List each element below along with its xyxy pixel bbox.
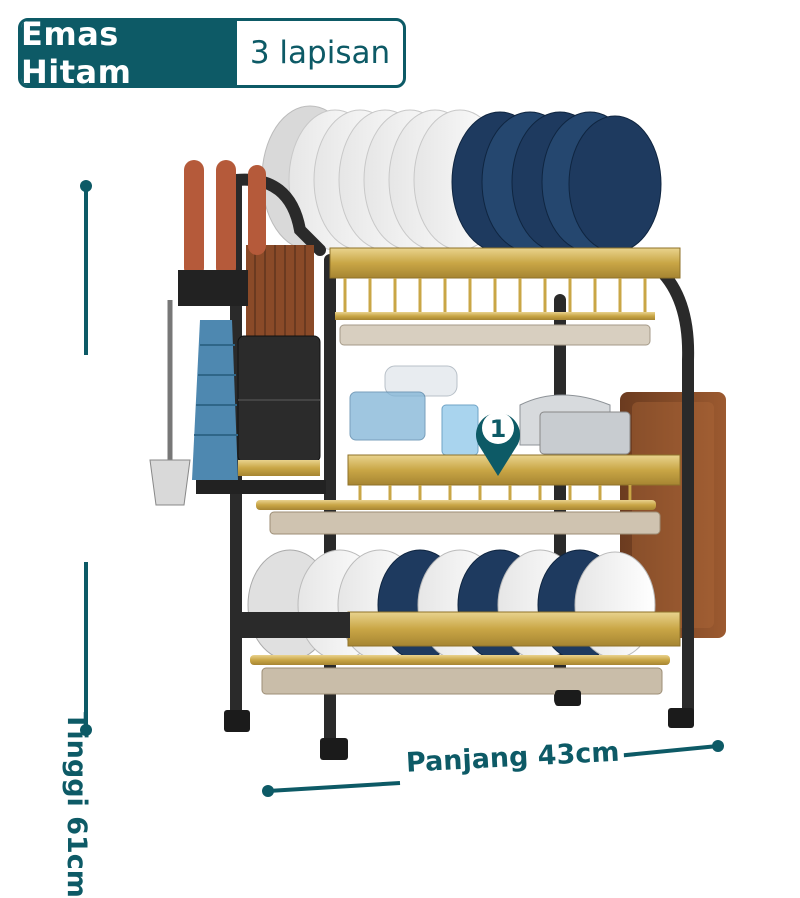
utensil-holder	[237, 245, 321, 476]
width-dimension-line	[262, 740, 724, 797]
middle-items	[349, 365, 631, 456]
tier-count-label: 3 lapisan	[249, 35, 391, 71]
variant-badge: Emas Hitam 3 lapisan	[18, 18, 406, 88]
marker-number: 1	[490, 415, 507, 443]
bottom-tier	[238, 611, 681, 695]
product-scene: 1	[80, 105, 726, 797]
top-tier	[329, 247, 681, 346]
marker-pin	[476, 412, 520, 476]
hanging-utensils	[149, 300, 326, 506]
knives	[178, 160, 266, 306]
rack-feet	[224, 690, 694, 760]
height-dimension-line	[80, 180, 92, 736]
height-label: Tinggi 61cm	[61, 712, 92, 898]
color-variant-label: Emas Hitam	[21, 21, 237, 85]
top-plates	[261, 105, 662, 253]
middle-tier	[256, 454, 681, 535]
dish-rack-illustration: 1	[80, 105, 726, 797]
